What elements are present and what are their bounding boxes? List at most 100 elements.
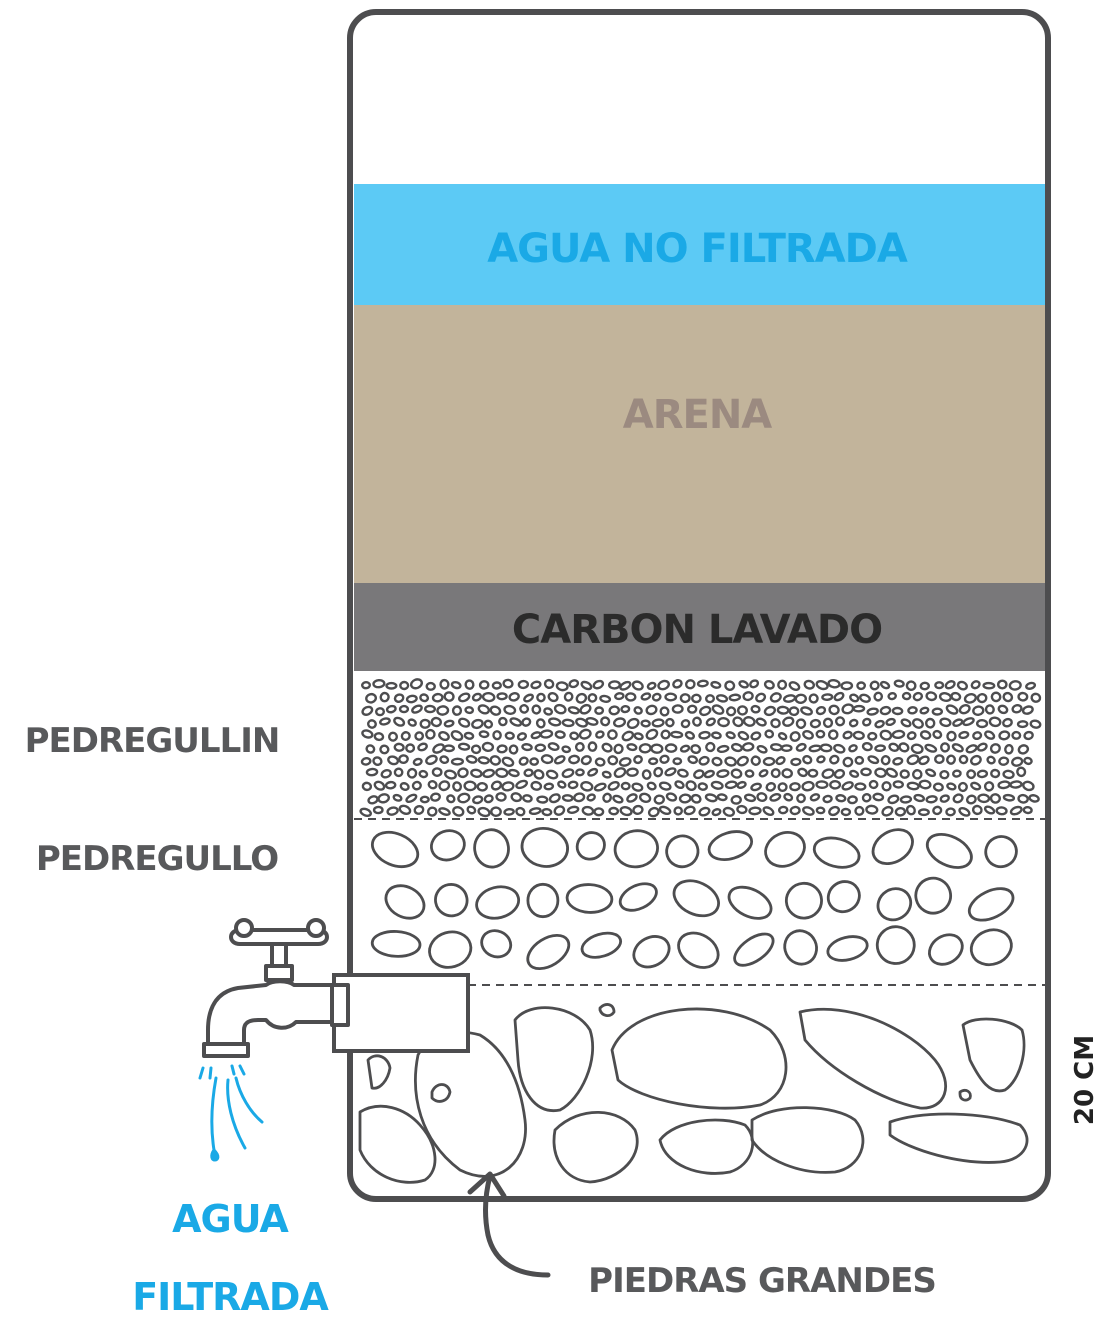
fine-gravel-stone xyxy=(749,679,760,689)
fine-gravel-stone xyxy=(574,741,585,752)
fine-gravel-stone xyxy=(976,742,988,752)
fine-gravel-stone xyxy=(631,680,644,691)
fine-gravel-stone xyxy=(867,755,880,765)
fine-gravel-stone xyxy=(789,731,801,742)
fine-gravel-stone xyxy=(925,768,937,778)
fine-gravel-stone xyxy=(580,680,593,691)
fine-gravel-stone xyxy=(386,806,399,816)
fine-gravel-stone xyxy=(481,741,495,753)
gravel-stone xyxy=(475,885,521,920)
fine-gravel-stone xyxy=(439,755,450,765)
fine-gravel-stone xyxy=(601,742,613,753)
carbon-layer xyxy=(354,583,1045,671)
fine-gravel-stone xyxy=(647,806,660,818)
gravel-stone xyxy=(565,883,614,914)
fine-gravel-stone xyxy=(789,782,801,792)
sand-layer xyxy=(354,305,1045,583)
fine-gravel-stone xyxy=(940,742,951,753)
fine-gravel-stone xyxy=(952,718,964,727)
gravel-stone xyxy=(707,830,754,861)
fine-gravel-stone xyxy=(361,781,373,792)
fine-gravel-stone xyxy=(411,704,423,714)
fine-gravel-stone xyxy=(849,693,860,703)
fine-gravel-stone xyxy=(716,769,730,778)
fine-gravel-stone xyxy=(561,768,575,779)
gravel-stones xyxy=(370,826,1018,971)
fine-gravel-stone xyxy=(917,808,930,817)
fine-gravel-stone xyxy=(575,768,585,777)
fine-gravel-stone xyxy=(770,718,781,729)
fine-gravel-stone xyxy=(801,780,815,792)
fine-gravel-stone xyxy=(522,794,533,803)
height-label: 20 CM xyxy=(1070,1035,1100,1125)
fine-gravel-stone xyxy=(600,716,611,727)
fine-gravel-stone xyxy=(567,780,579,790)
fine-gravel-stone xyxy=(899,795,913,804)
gravel-stone xyxy=(526,882,560,919)
fine-gravel-stone xyxy=(530,780,543,791)
fine-gravel-stone xyxy=(800,706,813,716)
gravel-stone xyxy=(480,929,513,959)
fine-gravel-stone xyxy=(464,679,475,690)
fine-gravel-stone xyxy=(988,716,1002,728)
fine-gravel-stone xyxy=(711,731,722,740)
fine-gravel-stone xyxy=(932,729,943,740)
fine-gravel-stone xyxy=(665,717,675,728)
fine-gravel-stone xyxy=(906,731,917,741)
fine-gravel-stone xyxy=(1002,691,1014,703)
fine-gravel-stone xyxy=(504,731,515,740)
fine-gravel-stone xyxy=(691,693,702,704)
fine-gravel-stone xyxy=(470,744,482,755)
fine-gravel-stone xyxy=(983,805,996,815)
fine-gravel-stone xyxy=(750,704,761,714)
fine-gravel-stone xyxy=(536,692,546,703)
gravel-stone xyxy=(430,829,466,862)
fine-gravel-stone xyxy=(645,728,659,740)
gravel-stone xyxy=(665,834,700,869)
fine-gravel-stone xyxy=(483,719,494,729)
gravel-stone xyxy=(733,932,775,967)
fine-gravel-stone xyxy=(419,693,430,703)
fine-gravel-stone xyxy=(452,781,463,792)
fine-gravel-stone xyxy=(690,793,702,804)
fine-gravel-stone xyxy=(939,794,950,803)
fine-gravel-stone xyxy=(892,756,904,766)
fine-gravel-stone xyxy=(892,780,904,789)
fine-gravel-stone xyxy=(828,805,841,817)
fine-gravel-stone xyxy=(477,704,491,715)
fine-gravel-stone xyxy=(905,680,917,691)
fine-gravel-stone xyxy=(387,755,400,766)
fine-gravel-stone xyxy=(803,679,816,690)
fine-gravel-stone xyxy=(755,692,767,703)
fine-gravel-stone xyxy=(724,756,737,767)
fine-gravel-stone xyxy=(696,679,709,688)
gravel-stone xyxy=(526,933,571,971)
fine-gravel-stone xyxy=(856,681,867,691)
fine-gravel-stone xyxy=(835,794,847,803)
fine-gravel-stone xyxy=(1016,766,1027,778)
fine-gravel-stone xyxy=(827,729,839,741)
fine-gravel-stone xyxy=(794,693,807,705)
fine-gravel-stone xyxy=(829,779,842,790)
fine-gravel-stone xyxy=(931,707,944,716)
fine-gravel-stone xyxy=(833,768,846,779)
fine-gravel-stone xyxy=(756,792,768,802)
fine-gravel-stone xyxy=(561,745,572,754)
fine-gravel-stone xyxy=(698,730,711,740)
fine-gravel-stone xyxy=(925,691,938,702)
fine-gravel-stone xyxy=(439,678,450,690)
fine-gravel-stone xyxy=(807,768,819,778)
fine-gravel-stone xyxy=(802,806,815,816)
fine-gravel-stone xyxy=(361,705,374,716)
fine-gravel-stone xyxy=(742,716,756,727)
fine-gravel-stone xyxy=(399,680,410,691)
fine-gravel-stone xyxy=(1008,680,1022,691)
fine-gravel-stone xyxy=(664,743,678,753)
fine-gravel-stone xyxy=(815,780,829,790)
faucet-icon xyxy=(202,918,350,1058)
fine-gravel-stone xyxy=(995,806,1008,816)
fine-gravel-stone xyxy=(1004,743,1014,755)
gravel-stone xyxy=(580,931,623,959)
fine-gravel-stone xyxy=(554,730,566,739)
gravel-stone xyxy=(925,833,973,869)
